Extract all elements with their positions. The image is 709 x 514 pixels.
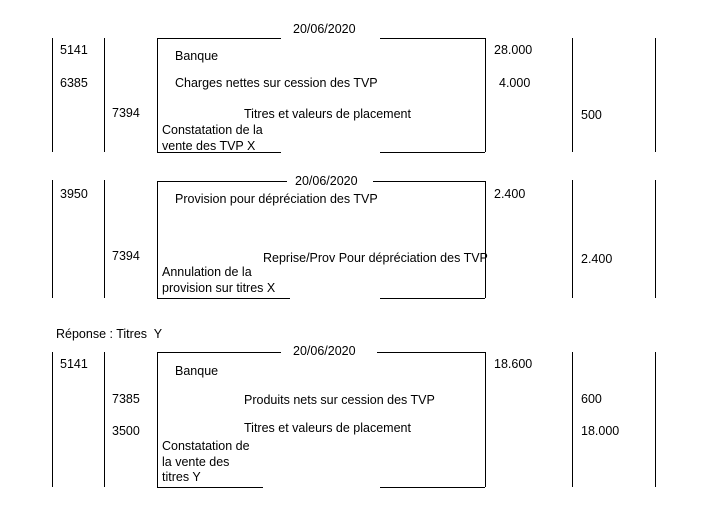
entry-2-rule-far-left [52, 180, 53, 298]
entry-3-line-1-debit: 18.600 [494, 357, 533, 371]
entry-3-line-2-account: 7385 [112, 392, 140, 406]
entry-1-line-2-debit: 4.000 [499, 76, 531, 90]
entry-1-box-right-border [485, 38, 486, 152]
entry-3-box-left-border [157, 352, 158, 487]
journal-entry-3: 20/06/2020 5141 Banque 18.600 7385 Produ… [0, 0, 709, 488]
answer-note: Réponse : Titres Y [56, 327, 163, 341]
entry-3-date: 20/06/2020 [288, 344, 361, 358]
entry-1-line-2-account: 6385 [60, 76, 88, 90]
entry-3-rule-credit [572, 352, 573, 487]
entry-1-line-3-label: Titres et valeurs de placement [244, 107, 411, 121]
entry-1-rule-far-right [655, 38, 656, 152]
entry-1-box-top-right-seg [380, 38, 485, 39]
entry-2-rule-far-right [655, 180, 656, 298]
entry-2-box-left-border [157, 181, 158, 298]
entry-3-line-3-credit: 18.000 [581, 424, 620, 438]
entry-1-line-3-account: 7394 [112, 106, 140, 120]
entry-2-date: 20/06/2020 [290, 174, 363, 188]
entry-2-box-bot-right-seg [380, 298, 485, 299]
entry-2-rule-account [104, 180, 105, 298]
entry-1-line-2-label: Charges nettes sur cession des TVP [175, 76, 378, 90]
entry-3-rule-far-left [52, 352, 53, 487]
entry-3-box-bot-right-seg [380, 487, 485, 488]
entry-2-line-1-debit: 2.400 [494, 187, 526, 201]
entry-2-narration: Annulation de la provision sur titres X [162, 265, 276, 295]
entry-3-line-1-label: Banque [175, 364, 219, 378]
entry-2-box-bot-left-seg [157, 298, 290, 299]
entry-1-box-top-left-seg [157, 38, 281, 39]
entry-2-box-right-border [485, 181, 486, 298]
entry-3-box-top-left-seg [157, 352, 281, 353]
entry-3-box-top-right-seg [377, 352, 485, 353]
entry-3-box-bot-left-seg [157, 487, 263, 488]
entry-3-box-right-border [485, 352, 486, 487]
entry-1-rule-far-left [52, 38, 53, 152]
journal-entry-2: 20/06/2020 3950 Provision pour dépréciat… [0, 0, 709, 299]
entry-3-line-1-account: 5141 [60, 357, 88, 371]
entry-3-rule-far-right [655, 352, 656, 487]
entry-2-rule-credit [572, 180, 573, 298]
entry-3-rule-account [104, 352, 105, 487]
entry-1-box-bot-right-seg [380, 152, 485, 153]
entry-3-line-2-label: Produits nets sur cession des TVP [244, 393, 435, 407]
journal-entry-1: 20/06/2020 5141 Banque 28.000 6385 Charg… [0, 0, 709, 165]
entry-1-date: 20/06/2020 [288, 22, 361, 36]
entry-2-line-1-label: Provision pour dépréciation des TVP [175, 192, 378, 206]
entry-1-box-left-border [157, 38, 158, 152]
entry-2-line-2-credit: 2.400 [581, 252, 613, 266]
entry-2-box-top-left-seg [157, 181, 287, 182]
entry-2-box-top-right-seg [373, 181, 485, 182]
entry-1-box-bot-left-seg [157, 152, 281, 153]
entry-2-line-2-account: 7394 [112, 249, 140, 263]
entry-2-line-1-account: 3950 [60, 187, 88, 201]
entry-1-line-3-credit: 500 [581, 108, 602, 122]
entry-1-line-1-account: 5141 [60, 43, 88, 57]
entry-3-line-3-label: Titres et valeurs de placement [244, 421, 411, 435]
entry-1-line-1-label: Banque [175, 49, 219, 63]
entry-2-line-2-label: Reprise/Prov Pour dépréciation des TVP [263, 251, 488, 265]
entry-1-rule-credit [572, 38, 573, 152]
entry-1-narration: Constatation de la vente des TVP X [162, 123, 263, 153]
entry-3-narration: Constatation de la vente des titres Y [162, 439, 250, 484]
entry-1-line-1-debit: 28.000 [494, 43, 533, 57]
entry-3-line-2-credit: 600 [581, 392, 602, 406]
entry-3-line-3-account: 3500 [112, 424, 140, 438]
entry-1-rule-account [104, 38, 105, 152]
